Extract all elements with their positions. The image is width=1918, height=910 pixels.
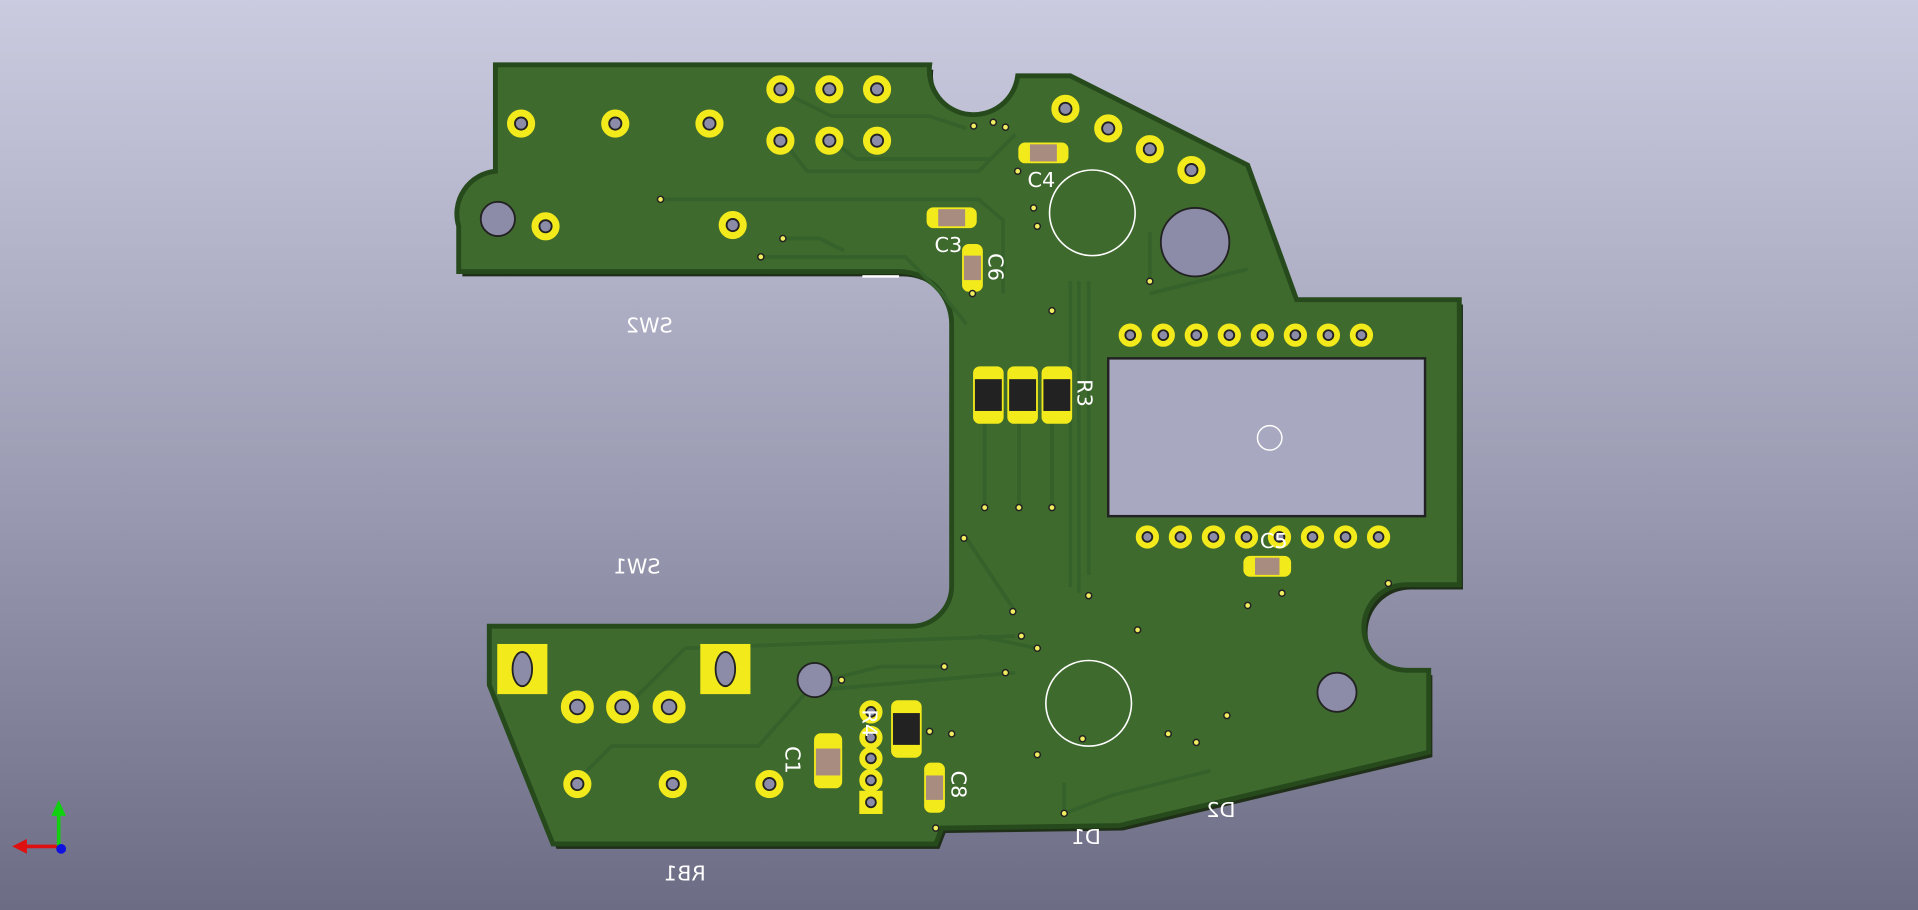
- header-pad: [1177, 155, 1206, 185]
- axis-orientation-indicator: [12, 799, 67, 854]
- module-pads-top: [1118, 323, 1374, 347]
- label-d2: D2: [1206, 798, 1235, 822]
- small-header-pads: [859, 700, 883, 814]
- resistor: [1007, 366, 1038, 424]
- label-d1: D1: [1072, 825, 1101, 849]
- label-c6: C6: [983, 253, 1007, 281]
- label-sw2: SW2: [626, 314, 673, 338]
- resistor-r3: [1041, 366, 1073, 424]
- label-c1: C1: [780, 746, 804, 774]
- x-axis-arrowhead: [12, 839, 27, 854]
- header-pad: [1135, 135, 1164, 164]
- resistor-r4: [891, 700, 922, 758]
- capacitor-c5: [1243, 555, 1292, 577]
- header-pad: [815, 75, 844, 104]
- capacitor-c4: [1018, 142, 1069, 164]
- switch-pad: [718, 210, 747, 240]
- silkscreen-circle: [1045, 659, 1133, 747]
- mounting-hole: [1316, 671, 1358, 713]
- y-axis-arrowhead: [51, 799, 67, 816]
- header-pad: [815, 126, 844, 155]
- module-marker: [1256, 424, 1283, 451]
- capacitor-c1: [814, 733, 843, 789]
- rotary-encoder-pads: [497, 643, 784, 799]
- resistor: [973, 366, 1004, 424]
- label-r4: R4: [857, 709, 881, 737]
- silkscreen-circle: [1048, 169, 1136, 257]
- label-c5: C5: [1260, 529, 1288, 553]
- z-axis-dot: [56, 843, 67, 854]
- label-c8: C8: [947, 771, 971, 799]
- switch-pad: [601, 109, 630, 138]
- label-rb1: RB1: [664, 862, 706, 886]
- module-pads-bottom: [1135, 525, 1391, 549]
- header-pad: [1051, 94, 1080, 123]
- label-sw1: SW1: [614, 555, 661, 579]
- label-r3: R3: [1073, 379, 1097, 407]
- capacitor-c3: [926, 207, 977, 229]
- switch-pad: [695, 109, 724, 138]
- smd-resistors: [891, 366, 1073, 758]
- capacitor-c8: [924, 762, 945, 813]
- switch-pad: [507, 109, 536, 138]
- mounting-hole: [1159, 207, 1231, 278]
- label-c3: C3: [935, 233, 963, 257]
- smd-capacitors: [814, 142, 1292, 813]
- label-c4: C4: [1027, 168, 1055, 192]
- switch-pad: [531, 212, 560, 241]
- header-pad: [862, 75, 892, 104]
- silkscreen-line: [862, 275, 900, 278]
- module-cutout: [1107, 357, 1427, 518]
- header-pad: [766, 126, 795, 155]
- capacitor-c6: [962, 244, 983, 292]
- header-pad: [862, 126, 892, 155]
- mounting-hole: [479, 200, 516, 237]
- mounting-hole: [796, 662, 833, 699]
- through-hole-pads: [479, 75, 1358, 713]
- header-pad: [1094, 114, 1123, 143]
- vias: [656, 118, 1393, 832]
- header-pad: [766, 75, 795, 104]
